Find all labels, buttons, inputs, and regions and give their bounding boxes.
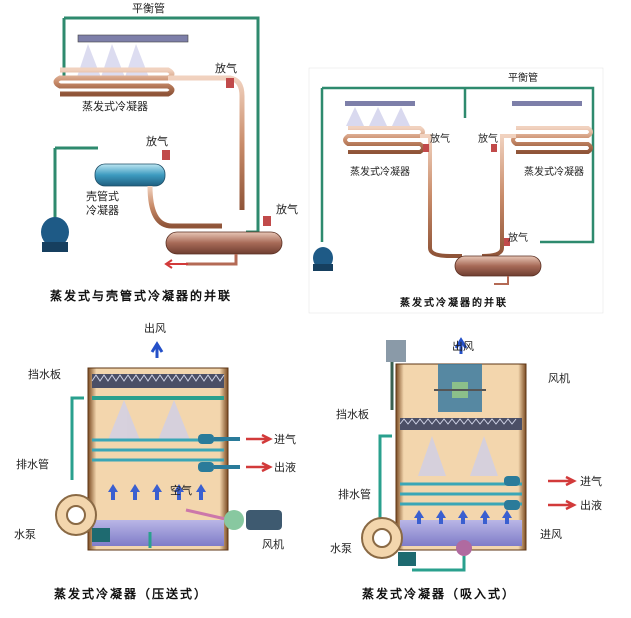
label-gas-in-br: 进气 xyxy=(580,474,602,488)
label-fan-br: 风机 xyxy=(548,371,570,385)
liquid-out-arrow-right xyxy=(548,499,577,511)
label-drain-br: 排水管 xyxy=(338,487,371,501)
label-shell-tube-2: 冷凝器 xyxy=(86,203,119,217)
caption-top-left: 蒸发式与壳管式冷凝器的并联 xyxy=(50,288,232,303)
balance-pipe-right xyxy=(322,86,595,244)
vent-valve-right xyxy=(491,144,497,152)
drift-eliminator xyxy=(91,374,225,388)
vent-valve-top xyxy=(226,78,234,88)
motor-icon xyxy=(386,340,406,362)
panel-induced-draft: 出风 风机 挡水板 进气 排水管 出液 进风 水泵 蒸发式冷凝器（吸入式） xyxy=(330,337,602,601)
water-line xyxy=(53,146,98,218)
fan-motor-icon xyxy=(185,508,282,530)
gas-in-arrow xyxy=(246,433,273,445)
drift-eliminator-right xyxy=(399,418,522,430)
vent-valve-tank-right xyxy=(504,238,510,246)
label-baffle-bl: 挡水板 xyxy=(28,367,61,381)
label-vent-top: 放气 xyxy=(215,61,237,75)
liquid-out-arrow xyxy=(164,259,188,269)
shell-tube-condenser xyxy=(94,163,166,187)
label-air-in-br: 进风 xyxy=(540,528,562,541)
coil-right xyxy=(511,126,593,154)
label-vent-tank: 放气 xyxy=(276,202,298,216)
label-vent-right: 放气 xyxy=(478,132,498,145)
label-baffle-br: 挡水板 xyxy=(336,407,369,421)
panel-evap-parallel: 平衡管 放气 放气 蒸发式冷凝器 蒸发式冷凝器 放气 蒸发式冷凝器的并联 xyxy=(308,67,604,314)
label-liquid-out-bl: 出液 xyxy=(274,460,296,474)
vent-valve-left xyxy=(423,144,429,152)
label-vent-tank-right: 放气 xyxy=(508,231,528,244)
air-out-arrow xyxy=(150,341,164,358)
label-air-out-br: 出风 xyxy=(452,339,474,353)
label-evap-left: 蒸发式冷凝器 xyxy=(350,165,410,178)
spray-header xyxy=(77,34,189,43)
label-evap-condenser: 蒸发式冷凝器 xyxy=(82,99,148,113)
label-pump-bl: 水泵 xyxy=(14,528,36,541)
label-air-bl: 空气 xyxy=(170,483,192,497)
vent-valve-mid xyxy=(162,150,170,160)
water-pump-icon-right xyxy=(361,517,416,566)
drain-pipe-right xyxy=(378,434,392,520)
label-air-out-bl: 出风 xyxy=(144,321,166,335)
heat-exchange-coil-right xyxy=(400,482,522,506)
water-pump-icon xyxy=(55,494,110,542)
label-vent-left: 放气 xyxy=(430,132,450,145)
label-balance-pipe-right: 平衡管 xyxy=(508,71,538,84)
coil-left xyxy=(343,126,425,154)
label-pump-br: 水泵 xyxy=(330,542,352,555)
caption-bottom-left: 蒸发式冷凝器（压送式） xyxy=(54,586,208,601)
label-evap-right: 蒸发式冷凝器 xyxy=(524,165,584,178)
label-shell-tube-1: 壳管式 xyxy=(86,189,119,203)
label-gas-in-bl: 进气 xyxy=(274,432,296,446)
pump-icon-right xyxy=(313,247,333,271)
liquid-out-arrow-bl xyxy=(246,461,273,473)
pump-icon xyxy=(41,217,69,252)
caption-top-right: 蒸发式冷凝器的并联 xyxy=(400,296,508,309)
drain-pipe xyxy=(70,396,84,480)
water-basin xyxy=(92,520,224,546)
panel-forced-draft: 出风 挡水板 进气 出液 排水管 空气 水泵 风机 蒸发式冷凝器（压送式） xyxy=(14,321,296,601)
panel-evap-shell-parallel: 平衡管 放气 蒸发式冷凝器 放气 壳管式 冷凝器 放气 蒸发式与壳管式冷凝器的并… xyxy=(41,1,298,303)
airflow-arrows xyxy=(108,484,206,500)
label-drain-bl: 排水管 xyxy=(16,457,49,471)
vent-valve-tank xyxy=(263,216,271,226)
label-balance-pipe: 平衡管 xyxy=(132,1,165,15)
receiver-tank xyxy=(165,231,283,255)
label-fan-bl: 风机 xyxy=(262,537,284,551)
spray-header-left xyxy=(345,101,415,106)
label-vent-mid: 放气 xyxy=(146,134,168,148)
valve-ball-icon xyxy=(456,540,472,556)
spray-header-right xyxy=(512,101,582,106)
air-out-arrow-right xyxy=(454,337,468,354)
caption-bottom-right: 蒸发式冷凝器（吸入式） xyxy=(362,586,516,601)
airflow-arrows-right xyxy=(414,510,512,524)
receiver-tank-right xyxy=(454,255,542,277)
fan-icon-right xyxy=(434,382,486,398)
gas-in-arrow-right xyxy=(548,475,577,487)
evaporative-coil xyxy=(53,67,175,97)
label-liquid-out-br: 出液 xyxy=(580,498,602,512)
